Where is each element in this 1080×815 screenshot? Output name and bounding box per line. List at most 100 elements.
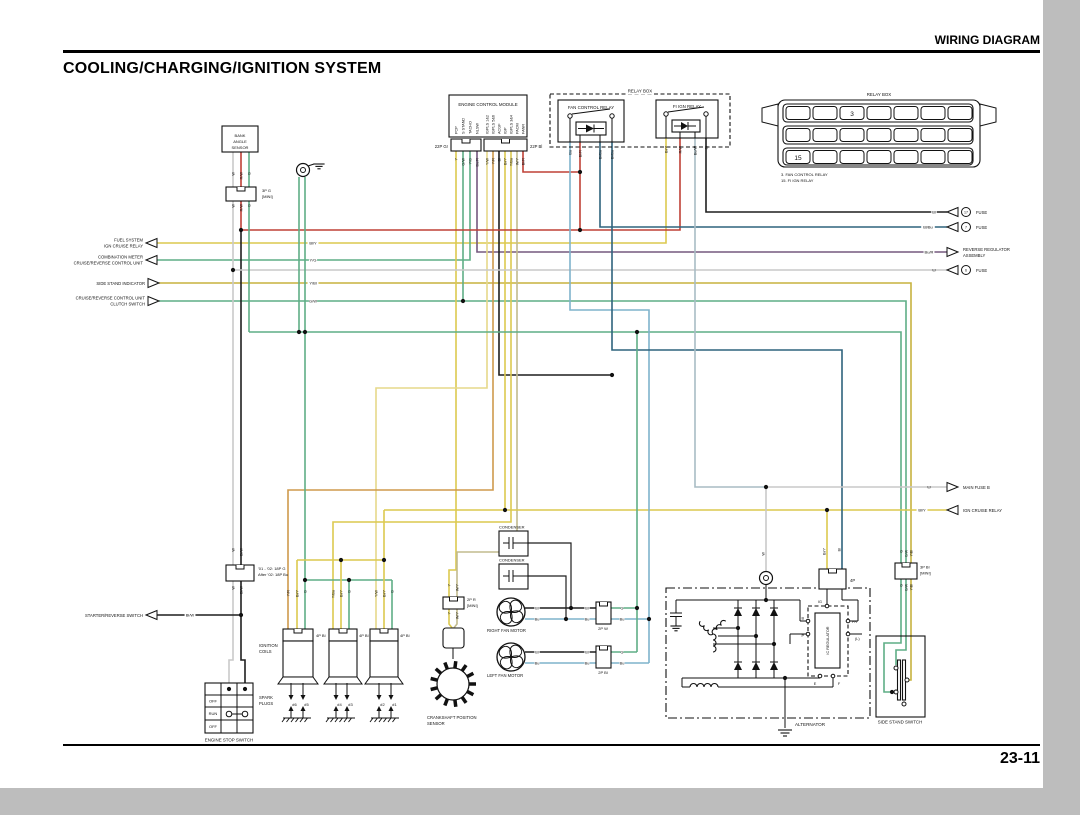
svg-text:Bu: Bu [569,150,573,155]
svg-text:2P Bl: 2P Bl [598,670,608,675]
svg-text:ANGLE: ANGLE [233,139,247,144]
svg-text:COILS: COILS [259,649,272,654]
svg-text:SIDE STAND SWITCH: SIDE STAND SWITCH [878,720,923,725]
svg-text:W: W [232,586,236,590]
svg-text:FUEL SYSTEM: FUEL SYSTEM [114,238,143,243]
svg-text:NLSW: NLSW [476,123,480,134]
svg-text:LEFT FAN MOTOR: LEFT FAN MOTOR [487,673,523,678]
footer-rule [63,744,1040,746]
svg-text:4P Bl: 4P Bl [316,633,326,638]
svg-text:Bl/Y: Bl/Y [383,590,387,597]
svg-text:R/W: R/W [240,204,244,212]
svg-text:3. FAN CONTROL RELAY: 3. FAN CONTROL RELAY [781,172,828,177]
svg-text:Y/R: Y/R [287,590,291,597]
svg-text:Y/W: Y/W [486,158,490,166]
svg-text:FUSE: FUSE [976,225,987,230]
svg-text:Bl: Bl [535,651,539,655]
svg-text:F: F [838,682,841,686]
svg-text:Y/G: Y/G [310,258,317,263]
relay-box-slots [785,106,973,164]
svg-text:Bl/W: Bl/W [240,586,244,594]
svg-text:ASSEMBLY: ASSEMBLY [963,253,985,258]
svg-text:CONDENSER: CONDENSER [499,558,525,563]
svg-text:#2: #2 [380,702,385,707]
svg-text:SENSOR: SENSOR [232,145,249,150]
svg-text:Y: Y [455,158,459,161]
svg-text:Bu/R: Bu/R [476,158,480,167]
svg-text:Bl/Y: Bl/Y [340,590,344,597]
svg-text:G: G [621,607,624,611]
svg-text:Bu/R: Bu/R [925,250,934,255]
svg-text:Bl/Y: Bl/Y [296,590,300,597]
ground-symbols [313,163,792,737]
svg-text:Bu: Bu [535,662,540,666]
svg-text:Bl/Y: Bl/Y [504,158,508,165]
svg-text:Y/W: Y/W [375,590,379,598]
svg-text:3P Bl: 3P Bl [920,565,930,570]
svg-text:Bl: Bl [585,651,589,655]
svg-text:15. FI IGN RELAY: 15. FI IGN RELAY [781,178,814,183]
svg-text:P: P [801,634,804,638]
svg-text:PLUGS: PLUGS [259,701,273,706]
svg-text:SIDE STAND INDICATOR: SIDE STAND INDICATOR [96,281,145,286]
svg-text:SPARK: SPARK [259,695,273,700]
svg-text:Bl/W: Bl/W [186,613,195,618]
svg-text:W/Y: W/Y [516,158,520,166]
svg-text:3: 3 [850,111,854,118]
svg-text:FANR: FANR [522,124,526,134]
svg-text:6: 6 [965,269,967,273]
svg-text:STARTER/REVERSE SWITCH: STARTER/REVERSE SWITCH [85,613,143,618]
svg-text:Bl: Bl [498,158,502,162]
svg-text:G: G [348,590,352,593]
svg-text:IGP: IGP [504,127,508,134]
svg-text:#6: #6 [292,702,297,707]
svg-text:FUSE: FUSE [976,268,987,273]
svg-text:IGNITION: IGNITION [259,643,278,648]
svg-text:Bl/Bu: Bl/Bu [611,150,615,159]
svg-text:IGN CRUISE RELAY: IGN CRUISE RELAY [963,508,1002,513]
coil-symbols [689,619,727,688]
svg-text:OFF: OFF [209,724,218,729]
svg-text:Y/Bl: Y/Bl [910,584,914,591]
svg-text:Bu: Bu [585,662,590,666]
svg-text:Y: Y [448,612,452,615]
svg-text:G/W: G/W [905,583,909,591]
svg-text:TACHO: TACHO [469,121,473,134]
svg-text:4P Bl: 4P Bl [400,633,410,638]
svg-text:B: B [801,617,804,621]
svg-text:Bl/W: Bl/W [240,548,244,556]
connector-arrows [144,206,960,621]
svg-text:[MINI]: [MINI] [920,571,931,576]
svg-text:G: G [900,550,904,553]
svg-text:15: 15 [794,155,802,162]
svg-text:G: G [621,651,624,655]
svg-text:IGPLS 3&4: IGPLS 3&4 [510,115,514,134]
svg-text:#1: #1 [392,702,397,707]
svg-text:REVERSE REGULATOR: REVERSE REGULATOR [963,247,1010,252]
svg-text:W: W [232,172,236,176]
svg-text:IG: IG [818,600,822,604]
svg-text:4P Bl: 4P Bl [359,633,369,638]
svg-text:ACGF: ACGF [498,123,502,134]
crankshaft-gear [430,660,476,708]
svg-text:E: E [814,682,817,686]
svg-text:G/W: G/W [309,299,317,304]
svg-text:Y: Y [448,584,452,587]
svg-text:IGN CRUISE RELAY: IGN CRUISE RELAY [104,244,143,249]
svg-text:CRANKSHAFT POSITION: CRANKSHAFT POSITION [427,715,476,720]
svg-text:PACM: PACM [516,123,520,134]
svg-text:FAN CONTROL RELAY: FAN CONTROL RELAY [568,105,614,110]
svg-text:#4: #4 [337,702,342,707]
svg-text:W: W [927,485,931,490]
section-header: WIRING DIAGRAM [934,33,1040,47]
svg-text:CRUISE/REVERSE CONTROL UNIT: CRUISE/REVERSE CONTROL UNIT [76,296,146,301]
svg-text:S STAND: S STAND [462,118,466,134]
svg-text:Bl: Bl [705,146,709,150]
svg-text:[MINI]: [MINI] [262,194,273,199]
svg-text:Y/Bl: Y/Bl [309,281,316,286]
fan-motors [496,597,526,672]
svg-text:After '02: 18P Bu: After '02: 18P Bu [258,572,288,577]
svg-text:Bu: Bu [585,618,590,622]
manual-page: WIRING DIAGRAM COOLING/CHARGING/IGNITION… [0,0,1043,788]
